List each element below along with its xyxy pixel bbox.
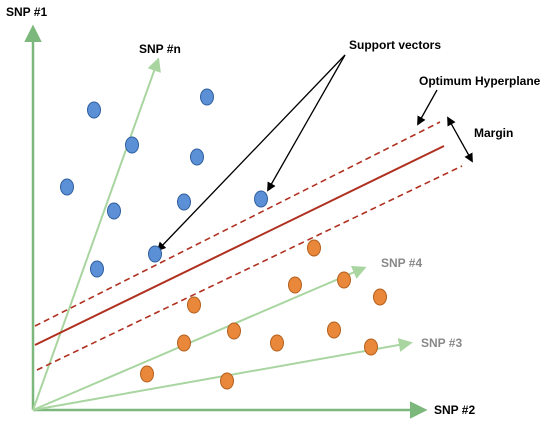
snp-3-label: SNP #3 [421, 336, 463, 350]
blue-point [87, 101, 101, 119]
blue-point [107, 202, 121, 220]
margin-arrow [447, 116, 473, 163]
snp-4-axis-line [32, 265, 367, 411]
snp-n-axis-line [32, 57, 161, 411]
blue-point [60, 178, 74, 196]
optimum-hyperplane-line [34, 145, 445, 346]
orange-point [327, 321, 341, 339]
orange-point [220, 372, 234, 390]
class-a-points [60, 88, 268, 278]
margin-upper-line [34, 121, 441, 327]
support-vector-arrow-2 [267, 54, 346, 192]
orange-point [307, 239, 321, 257]
orange-point [270, 334, 284, 352]
support-vector-arrow-1 [156, 54, 346, 252]
blue-point [177, 193, 191, 211]
blue-point [90, 260, 104, 278]
orange-point [364, 338, 378, 356]
orange-point [177, 334, 191, 352]
blue-point [200, 88, 214, 106]
orange-point [187, 296, 201, 314]
x-axis-label: SNP #2 [434, 403, 476, 417]
class-b-points [140, 239, 387, 390]
blue-point [190, 148, 204, 166]
support-vectors-label: Support vectors [349, 38, 442, 52]
orange-point [337, 271, 351, 289]
margin-label: Margin [474, 126, 514, 140]
blue-point [148, 245, 162, 263]
margin-lower-line [36, 165, 463, 371]
blue-point [125, 136, 139, 154]
hyperplane-pointer-arrow [417, 89, 438, 126]
orange-point [140, 365, 154, 383]
orange-point [288, 276, 302, 294]
optimum-hyperplane-label: Optimum Hyperplane [419, 74, 541, 88]
snp-4-label: SNP #4 [381, 256, 423, 270]
snp-n-label: SNP #n [139, 42, 181, 56]
orange-point [227, 322, 241, 340]
blue-point [254, 190, 268, 208]
orange-point [373, 288, 387, 306]
y-axis-label: SNP #1 [6, 5, 48, 19]
